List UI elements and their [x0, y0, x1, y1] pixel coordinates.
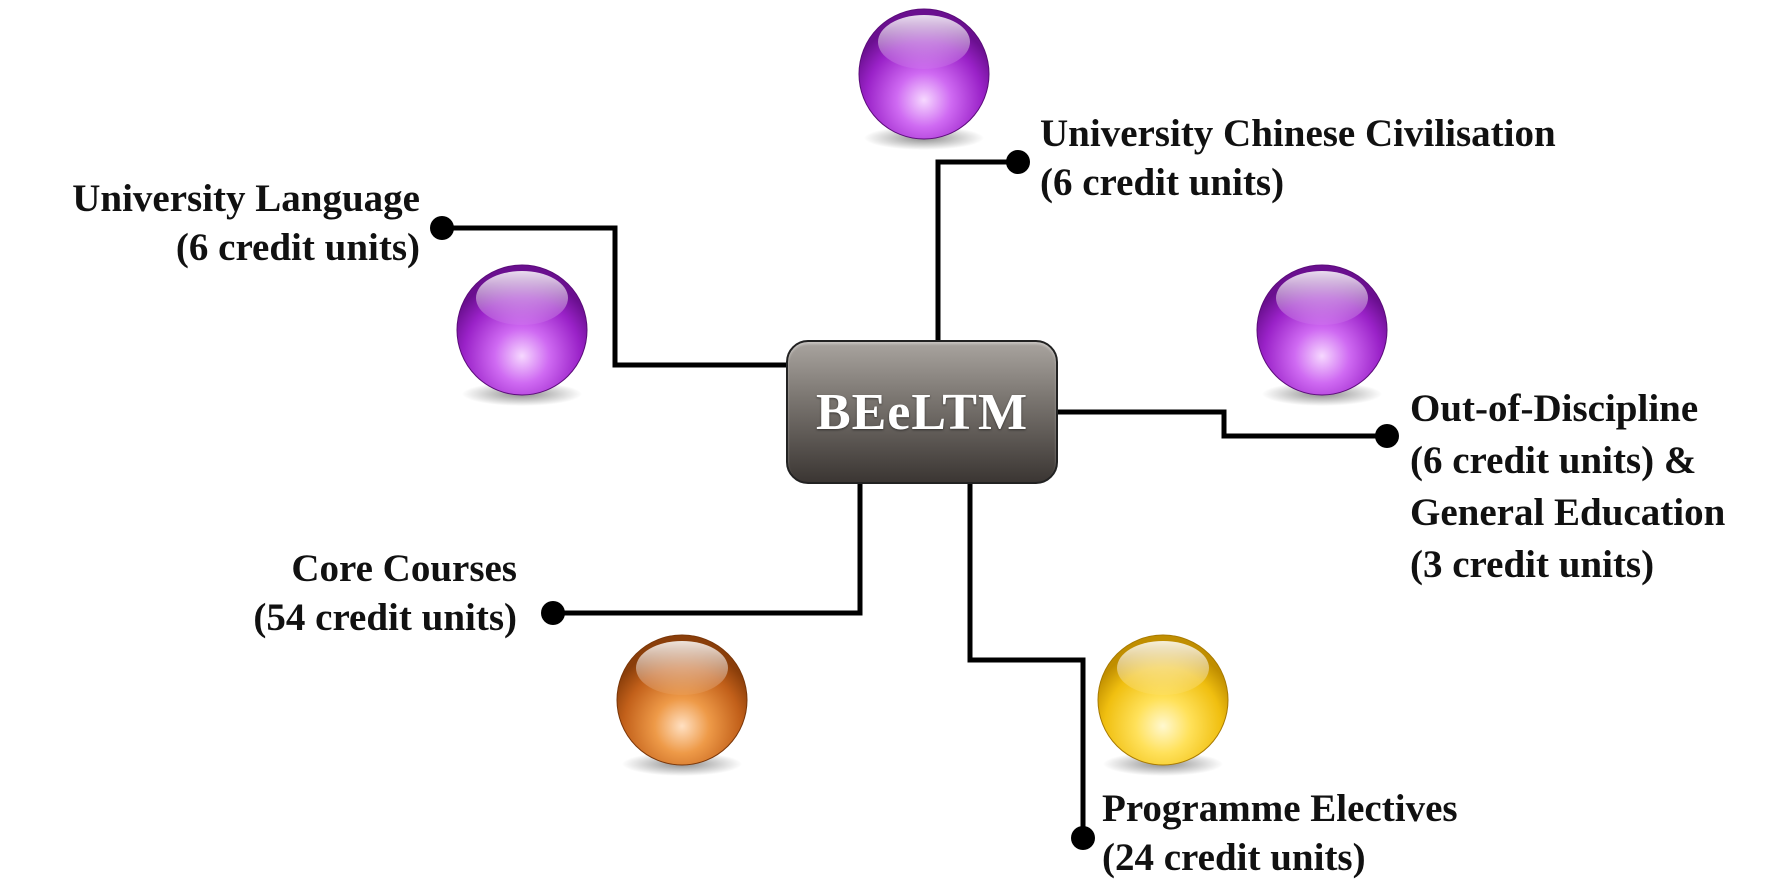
endpoint-dot-core-courses	[541, 601, 565, 625]
orb-out-of-discipline	[1256, 264, 1388, 406]
label-line: (24 credit units)	[1102, 835, 1366, 879]
label-line: (6 credit units)	[1040, 160, 1285, 204]
label-chinese-civilisation: University Chinese Civilisation (6 credi…	[1040, 110, 1556, 208]
endpoint-dot-programme-electives	[1071, 826, 1095, 850]
label-line: University Chinese Civilisation	[1040, 112, 1556, 155]
label-line: Core Courses	[291, 547, 517, 590]
connector-core-courses	[553, 484, 863, 616]
connector-chinese-civilisation	[935, 159, 1018, 340]
orb-chinese-civilisation	[858, 8, 990, 150]
endpoint-dot-chinese-civilisation	[1006, 150, 1030, 174]
label-university-language: University Language (6 credit units)	[10, 175, 420, 273]
label-line: (54 credit units)	[253, 595, 517, 639]
label-core-courses: Core Courses (54 credit units)	[200, 545, 517, 643]
endpoint-dot-university-language	[430, 216, 454, 240]
connectors	[442, 159, 1387, 838]
label-line: University Language	[72, 177, 420, 220]
label-programme-electives: Programme Electives (24 credit units)	[1102, 785, 1458, 883]
connector-out-of-discipline	[1058, 409, 1387, 439]
label-line: Programme Electives	[1102, 787, 1458, 830]
center-hub: BEeLTM	[786, 340, 1058, 484]
label-line: Out-of-Discipline	[1410, 387, 1699, 430]
label-line: (3 credit units)	[1410, 542, 1655, 586]
orb-university-language	[456, 264, 588, 406]
connector-university-language	[442, 225, 788, 368]
orb-programme-electives	[1097, 634, 1229, 776]
label-out-of-discipline: Out-of-Discipline (6 credit units) & Gen…	[1410, 383, 1725, 590]
orb-core-courses	[616, 634, 748, 776]
endpoint-dot-out-of-discipline	[1375, 424, 1399, 448]
label-line: (6 credit units) &	[1410, 438, 1697, 482]
hub-title: BEeLTM	[815, 383, 1029, 441]
connector-programme-electives	[967, 484, 1086, 838]
label-line: General Education	[1410, 490, 1726, 534]
label-line: (6 credit units)	[175, 225, 420, 269]
